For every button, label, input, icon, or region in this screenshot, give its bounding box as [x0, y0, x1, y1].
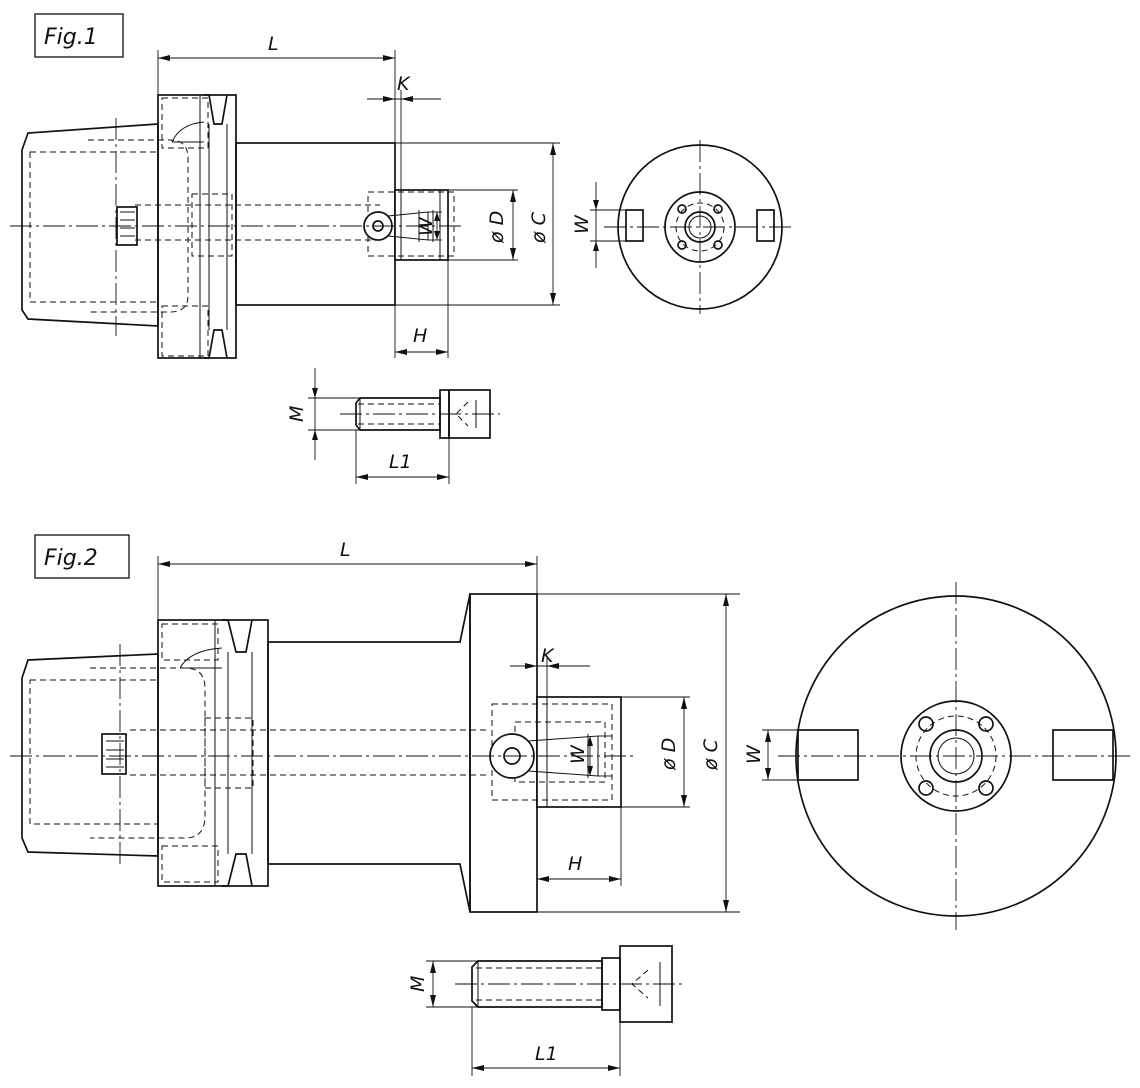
- fig1-label-W-end: W: [571, 214, 593, 234]
- fig1-label-M: M: [286, 406, 308, 422]
- figure-2: Fig.2: [10, 534, 1134, 1076]
- fig2-label-C: ø C: [700, 738, 722, 771]
- fig2-label-L: L: [340, 539, 351, 561]
- fig1-label-K: K: [397, 73, 411, 95]
- fig2-title-box: Fig.2: [34, 534, 130, 579]
- fig1-tool-holder-side-view: [10, 94, 462, 359]
- fig1-label-C: ø C: [528, 211, 550, 244]
- fig2-tool-holder-side-view: [10, 593, 636, 913]
- fig2-label-H: H: [568, 853, 582, 875]
- figure-1: Fig.1: [10, 13, 795, 484]
- fig1-title-box: Fig.1: [34, 13, 124, 58]
- fig2-label-D: ø D: [658, 738, 680, 771]
- fig1-label-L: L: [268, 33, 279, 55]
- fig1-clamping-screw: [340, 389, 500, 439]
- fig1-title: Fig.1: [44, 25, 98, 50]
- fig2-title: Fig.2: [44, 546, 98, 571]
- fig1-end-view: [604, 140, 795, 314]
- fig1-label-D: ø D: [486, 211, 508, 244]
- fig2-label-W-end: W: [743, 744, 765, 764]
- fig1-label-L1: L1: [389, 451, 412, 473]
- fig1-dimensions: L K W ø D ø C: [157, 33, 626, 484]
- fig2-label-K: K: [541, 645, 555, 667]
- fig2-label-L1: L1: [535, 1043, 558, 1065]
- fig1-label-H: H: [413, 325, 427, 347]
- fig2-clamping-screw: [455, 945, 686, 1023]
- fig2-label-M: M: [407, 976, 429, 992]
- fig2-label-W-side: W: [567, 744, 589, 764]
- fig2-dimensions: L K W ø D ø C: [157, 539, 798, 1076]
- fig2-end-view: [778, 582, 1134, 930]
- fig1-label-W-side: W: [415, 216, 437, 236]
